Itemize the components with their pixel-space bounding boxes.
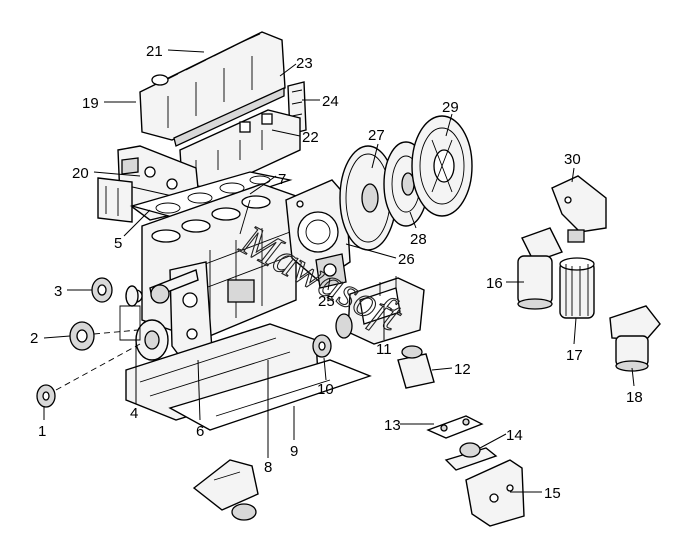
callout-8: 8 — [264, 459, 272, 476]
callout-24: 24 — [322, 93, 339, 110]
callout-12: 12 — [454, 361, 471, 378]
part-mount-bottom — [192, 459, 259, 521]
part-pressure-plate — [411, 115, 473, 217]
callout-15: 15 — [544, 485, 561, 502]
part-mount-bracket — [465, 459, 525, 527]
callout-17: 17 — [566, 347, 583, 364]
callout-labels: 1 2 3 4 5 6 7 8 9 10 11 12 13 14 15 16 1… — [30, 43, 643, 502]
part-flywheel — [339, 145, 397, 251]
part-oil-sump — [125, 323, 372, 431]
callout-29: 29 — [442, 99, 459, 116]
callout-9: 9 — [290, 443, 298, 460]
part-injection-pump — [335, 276, 425, 345]
callout-19: 19 — [82, 95, 99, 112]
part-fuel-filter-17 — [559, 257, 595, 319]
callout-10: 10 — [317, 381, 334, 398]
callout-28: 28 — [410, 231, 427, 248]
callout-7: 7 — [278, 171, 286, 188]
callout-3: 3 — [54, 283, 62, 300]
callout-21: 21 — [146, 43, 163, 60]
part-front-pulley — [119, 305, 169, 361]
callout-20: 20 — [72, 165, 89, 182]
callout-13: 13 — [384, 417, 401, 434]
part-gear-2 — [69, 321, 95, 351]
callout-25: 25 — [318, 293, 335, 310]
callout-16: 16 — [486, 275, 503, 292]
part-rocker-cover — [139, 31, 286, 147]
part-filter-assembly-18 — [609, 305, 661, 372]
callout-22: 22 — [302, 129, 319, 146]
callout-5: 5 — [114, 235, 122, 252]
part-mount-plate — [426, 415, 484, 439]
callout-14: 14 — [506, 427, 523, 444]
part-gear-10 — [312, 334, 332, 358]
callout-30: 30 — [564, 151, 581, 168]
callout-26: 26 — [398, 251, 415, 268]
callout-23: 23 — [296, 55, 313, 72]
part-rubber-mount — [444, 442, 498, 471]
assembly-lines — [55, 329, 141, 391]
callout-1: 1 — [38, 423, 46, 440]
callout-11: 11 — [376, 341, 392, 358]
part-filter-bracket — [551, 175, 607, 243]
part-feed-pump — [397, 345, 435, 389]
part-gear-1 — [36, 384, 56, 408]
part-side-plate — [97, 177, 133, 223]
part-gear-3 — [91, 277, 139, 307]
callout-27: 27 — [368, 127, 385, 144]
callout-2: 2 — [30, 330, 38, 347]
callout-6: 6 — [196, 423, 204, 440]
callout-4: 4 — [130, 405, 138, 422]
part-assembly-25 — [315, 253, 347, 289]
part-fuel-filter-16 — [517, 227, 563, 310]
leader-lines — [43, 49, 635, 493]
callout-18: 18 — [626, 389, 643, 406]
